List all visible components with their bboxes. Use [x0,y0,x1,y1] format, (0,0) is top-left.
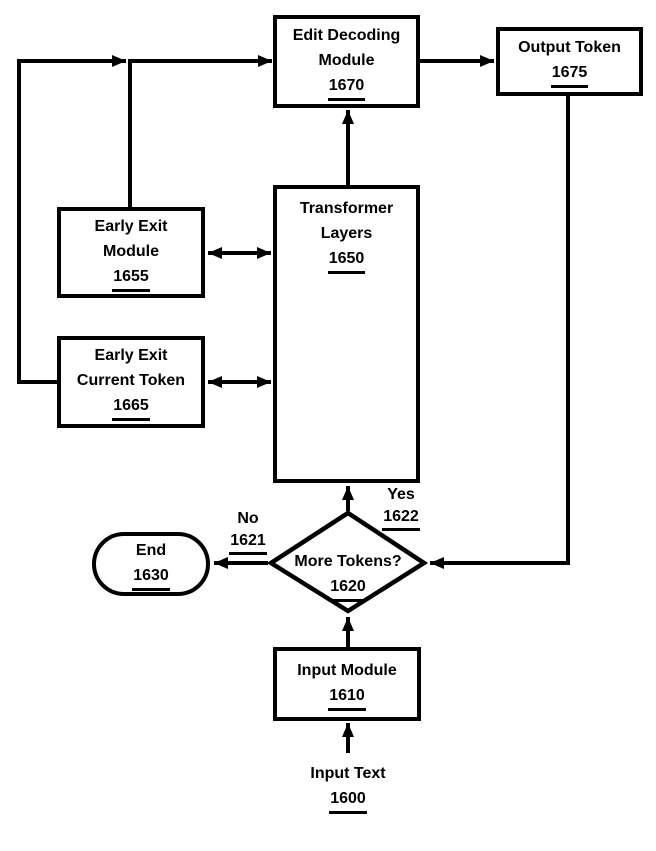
node-ref-number: 1610 [328,683,366,711]
edge-label-yes: Yes 1622 [367,484,435,531]
node-ref-number: 1675 [550,60,589,88]
node-label: Transformer [299,200,394,217]
node-label: Output Token [518,39,621,56]
node-label: Input Text [310,765,386,782]
node-input-module: Input Module 1610 [273,647,421,721]
edge-label-text: Yes [387,486,415,503]
connector-output-token-to-more-tokens [430,95,570,569]
node-output-token: Output Token 1675 [496,27,643,96]
node-label: Layers [320,225,373,242]
connector-early-exit-to-edit-decoding [128,55,272,207]
node-label: Current Token [76,372,186,389]
edge-ref-number: 1622 [382,506,420,531]
node-early-exit-module: Early Exit Module 1655 [57,207,205,298]
node-label: More Tokens? [294,553,402,570]
node-transformer-layers: Transformer Layers 1650 [273,185,420,483]
connector-current-token-feedback [17,55,126,384]
node-ref-number: 1600 [329,786,367,814]
node-early-exit-current-token: Early Exit Current Token 1665 [57,336,205,428]
node-ref-number: 1655 [112,264,150,292]
node-label: Module [103,242,159,260]
node-more-tokens-decision: More Tokens? 1620 [276,549,420,602]
node-label: Input Module [297,661,397,679]
node-label: Module [318,51,375,69]
edge-label-text: No [237,510,259,527]
node-edit-decoding-module: Edit Decoding Module 1670 [273,15,420,108]
node-ref-number: 1630 [132,563,170,591]
node-label: End [135,541,167,559]
edge-label-no: No 1621 [214,508,282,555]
node-ref-number: 1620 [329,574,367,602]
node-label: Edit Decoding [292,26,401,44]
node-ref-number: 1650 [327,246,366,274]
edge-ref-number: 1621 [229,530,267,555]
node-label: Early Exit [94,217,168,235]
node-ref-number: 1665 [112,393,150,421]
node-label: Early Exit [94,347,168,364]
node-end: End 1630 [92,532,210,596]
node-input-text: Input Text 1600 [273,761,423,814]
more-tokens-diamond-shape [266,510,429,614]
node-ref-number: 1670 [327,73,366,101]
